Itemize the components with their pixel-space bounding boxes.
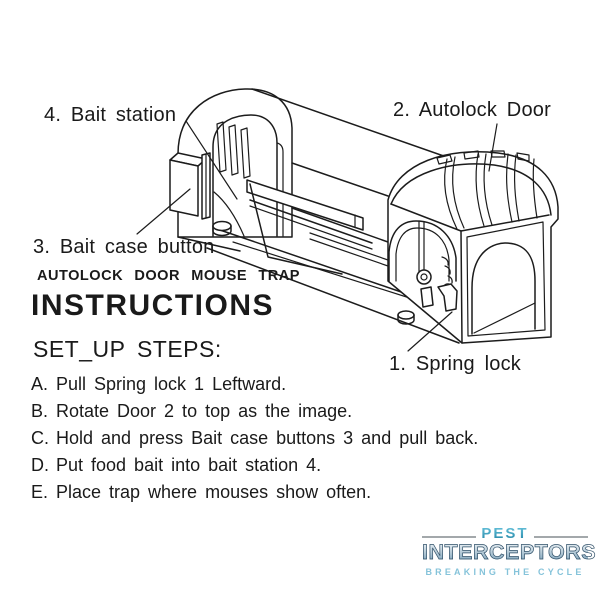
leader-line-bait-case-button bbox=[136, 188, 191, 235]
logo-top-row: PEST bbox=[422, 526, 588, 541]
step-letter: B. bbox=[31, 401, 49, 421]
step-letter: D. bbox=[31, 455, 49, 475]
spring-lock-mechanism bbox=[416, 269, 458, 312]
step-text: Rotate Door 2 to top as the image. bbox=[56, 401, 353, 421]
logo-tagline: BREAKING THE CYCLE bbox=[425, 566, 585, 577]
page-title: INSTRUCTIONS bbox=[31, 289, 274, 322]
step-text: Pull Spring lock 1 Leftward. bbox=[56, 374, 287, 394]
section-heading: SET_UP STEPS: bbox=[33, 336, 222, 362]
leader-line-spring-lock bbox=[407, 311, 453, 352]
label-bait-station: 4. Bait station bbox=[44, 104, 177, 126]
trap-body bbox=[206, 88, 479, 344]
step-b: B. Rotate Door 2 to top as the image. bbox=[31, 398, 478, 425]
step-text: Put food bait into bait station 4. bbox=[56, 455, 322, 475]
brand-logo: PEST INTERCEPTORS BREAKING THE CYCLE bbox=[422, 526, 597, 577]
step-text: Hold and press Bait case buttons 3 and p… bbox=[56, 428, 479, 448]
leader-line-bait-station bbox=[185, 120, 238, 200]
trap-feet bbox=[212, 220, 415, 325]
step-a: A. Pull Spring lock 1 Leftward. bbox=[31, 371, 478, 398]
leader-line-autolock-door bbox=[488, 123, 498, 172]
label-bait-case-button: 3. Bait case button bbox=[33, 236, 215, 258]
label-autolock-door: 2. Autolock Door bbox=[393, 99, 551, 121]
step-text: Place trap where mouses show often. bbox=[56, 482, 372, 502]
leader-lines bbox=[136, 120, 498, 352]
setup-steps-list: A. Pull Spring lock 1 Leftward. B. Rotat… bbox=[31, 371, 478, 506]
step-e: E. Place trap where mouses show often. bbox=[31, 479, 478, 506]
logo-name-top: PEST bbox=[481, 525, 529, 542]
bait-case-button bbox=[169, 152, 211, 220]
product-name: AUTOLOCK DOOR MOUSE TRAP bbox=[37, 267, 300, 284]
logo-rule-right bbox=[533, 536, 588, 538]
step-d: D. Put food bait into bait station 4. bbox=[31, 452, 478, 479]
logo-name-main: INTERCEPTORS bbox=[422, 540, 597, 564]
step-c: C. Hold and press Bait case buttons 3 an… bbox=[31, 425, 478, 452]
step-letter: E. bbox=[31, 482, 49, 502]
label-spring-lock: 1. Spring lock bbox=[389, 353, 521, 375]
step-letter: C. bbox=[31, 428, 49, 448]
logo-rule-left bbox=[422, 536, 477, 538]
step-letter: A. bbox=[31, 374, 49, 394]
